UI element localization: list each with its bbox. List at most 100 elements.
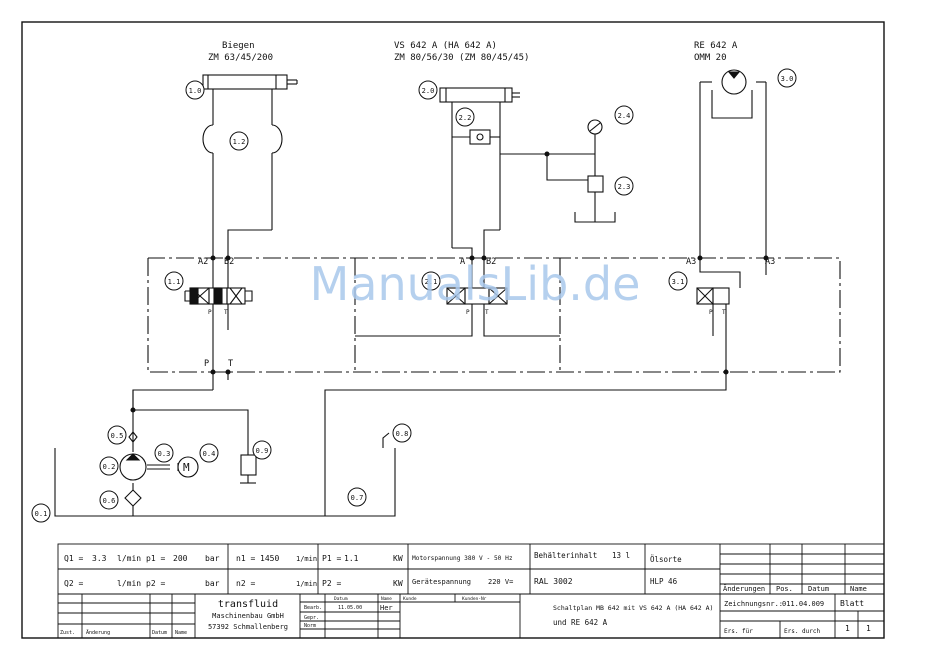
P2-label: P2 = <box>322 579 341 588</box>
geraete-label: Gerätespannung <box>412 578 471 586</box>
oelsorte-value: HLP 46 <box>650 577 678 586</box>
port-b-v2: B2 <box>486 257 496 267</box>
vs-title: VS 642 A (HA 642 A) <box>394 41 497 51</box>
label-0-8: 0.8 <box>396 430 409 438</box>
hdr-datum: Datum <box>334 596 348 602</box>
port-a2: A2 <box>198 257 208 267</box>
n1-value: 1450 <box>260 554 279 563</box>
bearb-label: Bearb. <box>304 605 322 611</box>
q1-value: 3.3 <box>92 554 107 563</box>
port-a3: A3 <box>686 257 696 267</box>
p1-unit: bar <box>205 554 220 563</box>
ers-durch: Ers. durch <box>784 628 821 635</box>
drawing-title-line1: Schaltplan MB 642 mit VS 642 A (HA 642 A… <box>553 604 713 612</box>
biegen-title: Biegen <box>222 41 255 51</box>
label-3-0: 3.0 <box>781 75 794 83</box>
label-0-9: 0.9 <box>256 447 269 455</box>
drawing-frame <box>21 21 885 639</box>
port-p1: P <box>208 309 212 316</box>
label-0-2: 0.2 <box>103 463 116 471</box>
company-line2: 57392 Schmallenberg <box>208 623 288 631</box>
q1-label: Q1 = <box>64 554 83 563</box>
zeichnungsnr-value: 011.04.009 <box>782 600 824 608</box>
port-t1: T <box>224 309 228 316</box>
blatt-value: 1 <box>845 624 850 633</box>
vs-subtitle: ZM 80/56/30 (ZM 80/45/45) <box>394 53 529 63</box>
re-subtitle: OMM 20 <box>694 53 727 63</box>
gauge-icon <box>587 119 603 135</box>
port-b2: B2 <box>224 257 234 267</box>
gepr-label: Gepr. <box>304 615 319 621</box>
q2-unit: l/min <box>117 579 141 588</box>
q2-label: Q2 = <box>64 579 83 588</box>
port-p3: P <box>709 309 713 316</box>
biegen-subtitle: ZM 63/45/200 <box>208 53 273 63</box>
label-0-5: 0.5 <box>111 432 124 440</box>
watermark: ManualsLib.de <box>310 257 641 311</box>
datum-small: Datum <box>152 630 167 636</box>
n1-unit: 1/min <box>296 555 317 563</box>
ers-fuer: Ers. für <box>724 628 753 635</box>
oelsorte-label: Ölsorte <box>650 555 682 564</box>
P2-unit: KW <box>393 579 403 588</box>
check-valve-icon <box>476 133 484 141</box>
label-0-7: 0.7 <box>351 494 364 502</box>
port-a3b: A3 <box>765 257 775 267</box>
component-bubbles <box>31 68 797 523</box>
port-t-main: T <box>228 359 233 369</box>
name-small: Name <box>175 630 187 636</box>
p1-label: p1 = <box>146 554 165 563</box>
motorspannung: Motorspannung 380 V - 50 Hz <box>412 555 513 562</box>
company-line1: Maschinenbau GmbH <box>212 612 284 620</box>
hdr-name: Name <box>381 596 392 602</box>
label-2-0: 2.0 <box>422 87 435 95</box>
n1-label: n1 = <box>236 554 255 563</box>
label-1-1: 1.1 <box>168 278 181 286</box>
label-0-3: 0.3 <box>158 450 171 458</box>
company-name: transfluid <box>218 599 278 610</box>
blatt-of: 1 <box>866 624 871 633</box>
port-t3: T <box>722 309 726 316</box>
motor-icon <box>721 69 747 95</box>
P1-unit: KW <box>393 554 403 563</box>
n2-unit: 1/min <box>296 580 317 588</box>
label-1-2: 1.2 <box>233 138 246 146</box>
p2-unit: bar <box>205 579 220 588</box>
behaelter-value: 13 l <box>612 551 630 560</box>
pos-header: Pos. <box>776 585 793 593</box>
q1-unit: l/min <box>117 554 141 563</box>
bearb-name: Her <box>380 604 393 612</box>
label-0-1: 0.1 <box>35 510 48 518</box>
title-block <box>57 543 885 639</box>
aenderungen-header: Änderungen <box>723 584 765 593</box>
blatt-label: Blatt <box>840 599 864 608</box>
norm-label: Norm <box>304 623 316 629</box>
motor-symbol-letter: M <box>183 461 190 474</box>
title-block-text: Q1 = 3.3 l/min p1 = 200 bar n1 = 1450 1/… <box>60 551 871 636</box>
schematic-lines <box>54 74 841 517</box>
geraete-value: 220 V= <box>488 578 513 586</box>
bearb-date: 11.05.00 <box>338 605 362 611</box>
datum-header: Datum <box>808 585 829 593</box>
P1-value: 1.1 <box>344 554 359 563</box>
hdr-kunden-nr: Kunden-Nr <box>462 596 487 602</box>
label-1-0: 1.0 <box>189 87 202 95</box>
schematic-symbols <box>119 69 769 481</box>
label-2-1: 2.1 <box>425 278 438 286</box>
port-a-v2: A <box>460 257 465 267</box>
p1-value: 200 <box>173 554 188 563</box>
port-t2: T <box>485 309 489 316</box>
ral: RAL 3002 <box>534 577 573 586</box>
label-0-4: 0.4 <box>203 450 216 458</box>
behaelter-label: Behälterinhalt <box>534 551 597 560</box>
zeichnungsnr-label: Zeichnungsnr.: <box>724 600 783 608</box>
re-title: RE 642 A <box>694 41 738 51</box>
label-2-3: 2.3 <box>618 183 631 191</box>
n2-label: n2 = <box>236 579 255 588</box>
label-0-6: 0.6 <box>103 497 116 505</box>
label-2-2: 2.2 <box>459 114 472 122</box>
name-header: Name <box>850 585 867 593</box>
P1-label: P1 = <box>322 554 341 563</box>
aenderung-label: Änderung <box>86 629 110 636</box>
